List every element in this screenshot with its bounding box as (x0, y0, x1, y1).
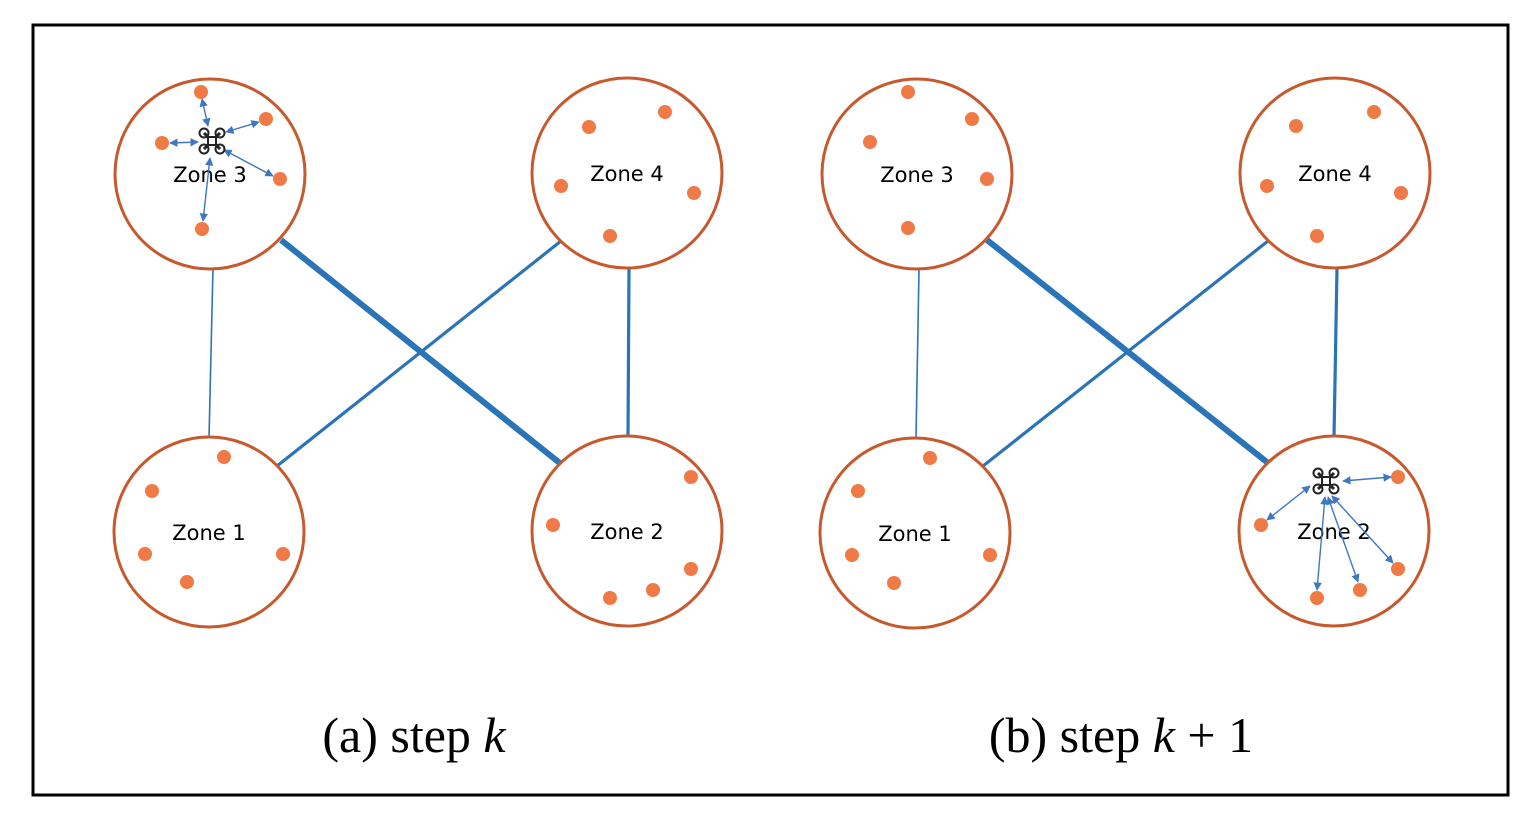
sensor-node-icon (965, 112, 979, 126)
panel-b-edges (915, 237, 1339, 468)
caption-prefix: (a) step (322, 707, 471, 763)
edge-zone3-zone1 (915, 268, 920, 439)
sensor-node-icon (923, 451, 937, 465)
sensor-node-icon (887, 576, 901, 590)
drone-comm-links (1266, 473, 1394, 591)
panel-b-caption: (b) step k + 1 (989, 707, 1253, 763)
zone-label: Zone 1 (878, 522, 952, 546)
zone-3: Zone 3 (820, 77, 1014, 271)
zone-circle (112, 435, 306, 629)
comm-arrow (1342, 473, 1392, 485)
zone-label: Zone 2 (1297, 520, 1371, 544)
sensor-node-icon (138, 547, 152, 561)
zone-circle (530, 76, 724, 270)
sensor-node-icon (646, 583, 660, 597)
drone-icon (198, 127, 226, 155)
drone-comm-links (169, 98, 274, 222)
panel-a: Zone 3 Zone 4 Zone 1 Zo (112, 76, 724, 763)
caption-math: k (483, 707, 506, 763)
sensor-node-icon (684, 562, 698, 576)
sensor-node-icon (851, 484, 865, 498)
sensor-node-icon (1310, 591, 1324, 605)
sensor-node-icon (863, 135, 877, 149)
sensor-node-icon (603, 229, 617, 243)
edge-zone1-zone4 (982, 239, 1269, 468)
sensor-node-icon (980, 172, 994, 186)
comm-arrow (1313, 496, 1329, 591)
zone-label: Zone 4 (1298, 162, 1372, 186)
sensor-node-icon (1391, 562, 1405, 576)
comm-arrow (1326, 496, 1360, 583)
sensor-node-icon (1353, 583, 1367, 597)
sensor-node-icon (546, 518, 560, 532)
zone-circle (818, 436, 1012, 630)
sensor-node-icon (1260, 179, 1274, 193)
comm-arrow (223, 149, 274, 177)
edge-zone3-zone1 (208, 267, 214, 439)
comm-arrow (199, 98, 211, 127)
zone-3: Zone 3 (113, 77, 307, 271)
sensor-node-icon (155, 136, 169, 150)
sensor-node-icon (603, 591, 617, 605)
sensor-node-icon (145, 484, 159, 498)
panel-b: Zone 3 Zone 4 Zone 1 Zo (818, 76, 1432, 763)
zone-4: Zone 4 (1238, 76, 1432, 270)
sensor-node-icon (259, 112, 273, 126)
zone-label: Zone 1 (172, 521, 246, 545)
caption-math: k (1153, 707, 1176, 763)
sensor-node-icon (845, 548, 859, 562)
sensor-node-icon (1367, 105, 1381, 119)
sensor-node-icon (1289, 119, 1303, 133)
zone-circle (820, 77, 1014, 271)
sensor-node-icon (658, 105, 672, 119)
edge-zone4-zone2 (626, 267, 631, 438)
zone-circle (1238, 76, 1432, 270)
sensor-node-icon (582, 120, 596, 134)
comm-arrow (169, 138, 199, 147)
zone-label: Zone 4 (590, 162, 664, 186)
sensor-node-icon (983, 548, 997, 562)
zone-label: Zone 3 (173, 163, 247, 187)
sensor-node-icon (1394, 186, 1408, 200)
panel-a-edges (208, 237, 631, 468)
sensor-node-icon (273, 172, 287, 186)
comm-arrow (199, 157, 214, 222)
panel-a-caption: (a) step k (322, 707, 506, 763)
sensor-node-icon (276, 547, 290, 561)
caption-prefix: (b) step (989, 707, 1140, 763)
sensor-node-icon (1310, 229, 1324, 243)
sensor-node-icon (554, 179, 568, 193)
sensor-node-icon (684, 470, 698, 484)
sensor-node-icon (1391, 470, 1405, 484)
sensor-node-icon (901, 221, 915, 235)
sensor-node-icon (1254, 518, 1268, 532)
sensor-node-icon (194, 85, 208, 99)
zone-1: Zone 1 (818, 436, 1012, 630)
zone-2: Zone 2 (1237, 434, 1431, 628)
comm-arrow (1266, 485, 1311, 521)
zone-4: Zone 4 (530, 76, 724, 270)
zone-2: Zone 2 (530, 434, 724, 628)
edge-zone1-zone4 (276, 239, 562, 468)
drone-icon (1312, 467, 1340, 495)
sensor-node-icon (217, 450, 231, 464)
zone-1: Zone 1 (112, 435, 306, 629)
sensor-node-icon (180, 575, 194, 589)
caption-suffix: + 1 (1175, 707, 1253, 763)
zone-circle (530, 434, 724, 628)
zone-label: Zone 3 (880, 163, 954, 187)
comm-arrow (225, 120, 260, 134)
sensor-node-icon (687, 186, 701, 200)
edge-zone4-zone2 (1332, 267, 1339, 438)
sensor-node-icon (195, 222, 209, 236)
sensor-node-icon (901, 85, 915, 99)
zone-label: Zone 2 (590, 520, 664, 544)
